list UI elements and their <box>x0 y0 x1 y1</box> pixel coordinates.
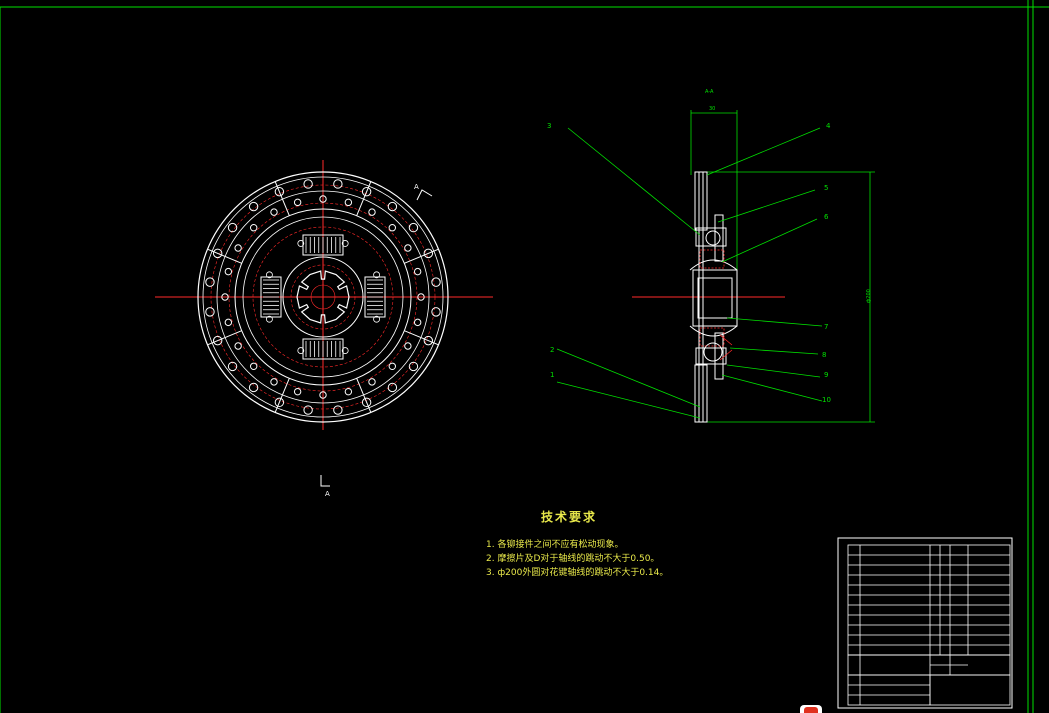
app-badge-icon <box>800 705 822 713</box>
callout-10: 10 <box>822 396 831 404</box>
callout-9: 9 <box>824 371 828 379</box>
rivet-hole <box>234 342 242 350</box>
stop-pin-hole <box>297 240 305 247</box>
callout-4: 4 <box>826 122 831 130</box>
rivet-hole <box>417 293 425 301</box>
rivet-hole <box>368 208 376 216</box>
rivet-hole <box>303 179 313 189</box>
rivet-hole <box>344 198 353 207</box>
rivet-hole <box>387 382 398 393</box>
rivet-hole <box>250 224 258 232</box>
stop-pin-hole <box>373 271 380 279</box>
rivet-hole <box>368 378 376 386</box>
damper-spring-window <box>364 276 386 318</box>
stop-pin-hole <box>297 347 305 354</box>
rivet-hole <box>413 318 422 327</box>
rivet-hole <box>319 195 327 203</box>
rivet-hole <box>270 208 278 216</box>
rivet-hole <box>274 186 285 197</box>
rivet-hole <box>408 222 419 233</box>
callout-7: 7 <box>824 323 828 331</box>
rivet-hole <box>423 248 434 259</box>
svg-text:A-A: A-A <box>705 89 714 95</box>
svg-text:A: A <box>414 183 419 191</box>
parts-list-table <box>847 544 1011 706</box>
rivet-hole <box>205 307 215 317</box>
rivet-hole <box>227 222 238 233</box>
rivet-hole <box>404 342 412 350</box>
damper-spring-window <box>302 234 344 256</box>
rivet-hole <box>248 382 259 393</box>
damper-spring-window <box>260 276 282 318</box>
rivet-hole <box>361 186 372 197</box>
rivet-hole <box>221 293 229 301</box>
rivet-hole <box>224 267 233 276</box>
rivet-hole <box>270 378 278 386</box>
section-view: 30 A-A ф200 <box>547 89 875 423</box>
callout-2: 2 <box>550 346 554 354</box>
callout-1: 1 <box>550 371 554 379</box>
rivet-hole <box>344 387 353 396</box>
rivet-hole <box>212 335 223 346</box>
rivet-hole <box>431 307 441 317</box>
rivet-hole <box>387 201 398 212</box>
rivet-hole <box>224 318 233 327</box>
damper-spring-window <box>302 338 344 360</box>
rivet-hole <box>234 244 242 252</box>
callout-6: 6 <box>824 213 829 221</box>
stop-pin-hole <box>341 240 349 247</box>
requirement-2: 2. 摩擦片及D对于轴线的跳动不大于0.50。 <box>486 554 660 564</box>
rivet-hole <box>248 201 259 212</box>
requirement-3: 3. ф200外圆对花键轴线的跳动不大于0.14。 <box>486 568 669 578</box>
stop-pin-hole <box>266 271 273 279</box>
rivet-hole <box>212 248 223 259</box>
rivet-hole <box>423 335 434 346</box>
rivet-hole <box>319 391 327 399</box>
rivet-hole <box>388 362 396 370</box>
rivet-hole <box>361 397 372 408</box>
rivet-hole <box>408 361 419 372</box>
rivet-hole <box>303 405 313 415</box>
front-view-disc: A A <box>155 160 493 498</box>
rivet-hole <box>388 224 396 232</box>
svg-text:ф200: ф200 <box>866 289 872 303</box>
rivet-hole <box>413 267 422 276</box>
svg-text:30: 30 <box>709 106 715 112</box>
rivet-hole <box>250 362 258 370</box>
rivet-hole <box>404 244 412 252</box>
technical-requirements-title: 技术要求 <box>541 510 598 524</box>
rivet-hole <box>333 179 343 189</box>
svg-text:A: A <box>325 490 330 498</box>
rivet-hole <box>293 387 302 396</box>
stop-pin-hole <box>266 315 273 323</box>
callout-5: 5 <box>824 184 828 192</box>
rivet-hole <box>431 277 441 287</box>
callout-8: 8 <box>822 351 826 359</box>
rivet-hole <box>293 198 302 207</box>
rivet-hole <box>227 361 238 372</box>
callout-3: 3 <box>547 122 551 130</box>
stop-pin-hole <box>373 315 380 323</box>
requirement-1: 1. 各铆接件之间不应有松动现象。 <box>486 540 624 550</box>
stop-pin-hole <box>341 347 349 354</box>
rivet-hole <box>205 277 215 287</box>
rivet-hole <box>274 397 285 408</box>
rivet-hole <box>333 405 343 415</box>
